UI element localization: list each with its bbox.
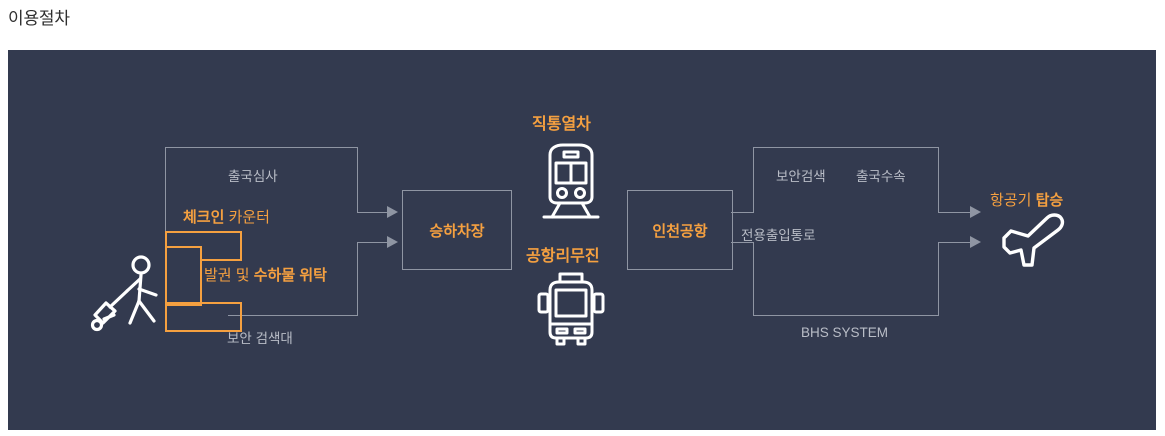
train-icon — [536, 143, 606, 221]
right-bracket-left-vertical-bottom — [753, 242, 754, 315]
right-bracket-top-line — [753, 147, 939, 148]
checkin-counter-shape-leg — [165, 246, 202, 306]
label-security-check: 보안검색 — [776, 169, 826, 184]
page-title: 이용절차 — [8, 9, 70, 28]
right-bracket-right-vertical-top — [938, 147, 939, 212]
label-departure-inspection: 출국심사 — [228, 169, 278, 184]
label-aircraft-boarding: 항공기 탑승 — [990, 189, 1063, 210]
right-bracket-left-vertical-top — [753, 147, 754, 212]
boarding-stop-label: 승하차장 — [429, 222, 485, 240]
label-security-screening-area: 보안 검색대 — [227, 331, 293, 346]
airplane-takeoff-icon — [1000, 213, 1078, 273]
label-checkin-counter: 체크인 카운터 — [183, 206, 270, 227]
right-bracket-feed-top — [731, 212, 754, 213]
boarding-stop-node[interactable]: 승하차장 — [402, 190, 512, 270]
label-airport-limousine: 공항리무진 — [526, 248, 600, 265]
incheon-airport-label: 인천공항 — [652, 222, 708, 240]
bracket-top-arrow-feed — [357, 212, 387, 213]
right-bracket-bottom-line — [753, 315, 939, 316]
bus-icon — [533, 272, 609, 350]
arrow-to-boarding-stop-bottom — [387, 236, 398, 248]
label-bhs-system: BHS SYSTEM — [801, 325, 889, 340]
bracket-top-right-vertical — [357, 147, 358, 212]
security-screening-shape — [165, 302, 242, 332]
traveler-with-luggage-icon — [86, 245, 172, 335]
arrow-to-aircraft-bottom — [970, 236, 981, 248]
label-checkin-counter-bold: 체크인 — [183, 209, 225, 226]
arrow-to-aircraft-top — [970, 206, 981, 218]
right-bracket-feed-bottom — [731, 242, 754, 243]
bracket-bottom-right-vertical — [357, 242, 358, 315]
label-checkin-counter-rest: 카운터 — [224, 209, 270, 226]
arrow-to-boarding-stop-top — [387, 206, 398, 218]
label-boarding-bold: 탑승 — [1035, 192, 1064, 209]
label-ticketing-baggage: 발권 및 수하물 위탁 — [204, 264, 327, 285]
label-ticketing-rest: 발권 및 — [204, 267, 254, 284]
bracket-top-line — [165, 147, 358, 148]
right-arrow-feed-top — [938, 212, 970, 213]
incheon-airport-node[interactable]: 인천공항 — [627, 190, 733, 270]
bracket-bottom-arrow-feed — [357, 242, 387, 243]
label-express-train: 직통열차 — [532, 116, 591, 133]
bracket-bottom-line — [228, 315, 358, 316]
label-departure-procedure: 출국수속 — [856, 169, 906, 184]
right-arrow-feed-bottom — [938, 242, 970, 243]
label-dedicated-passage: 전용출입통로 — [741, 228, 816, 243]
diagram-panel: 출국심사 체크인 카운터 발권 및 수하물 위탁 보안 검색대 승하차장 직통열… — [8, 50, 1156, 430]
label-baggage-bold: 수하물 위탁 — [253, 267, 327, 284]
bracket-left-vertical — [165, 147, 166, 312]
right-bracket-right-vertical-bottom — [938, 242, 939, 315]
label-aircraft-light: 항공기 — [990, 192, 1036, 209]
